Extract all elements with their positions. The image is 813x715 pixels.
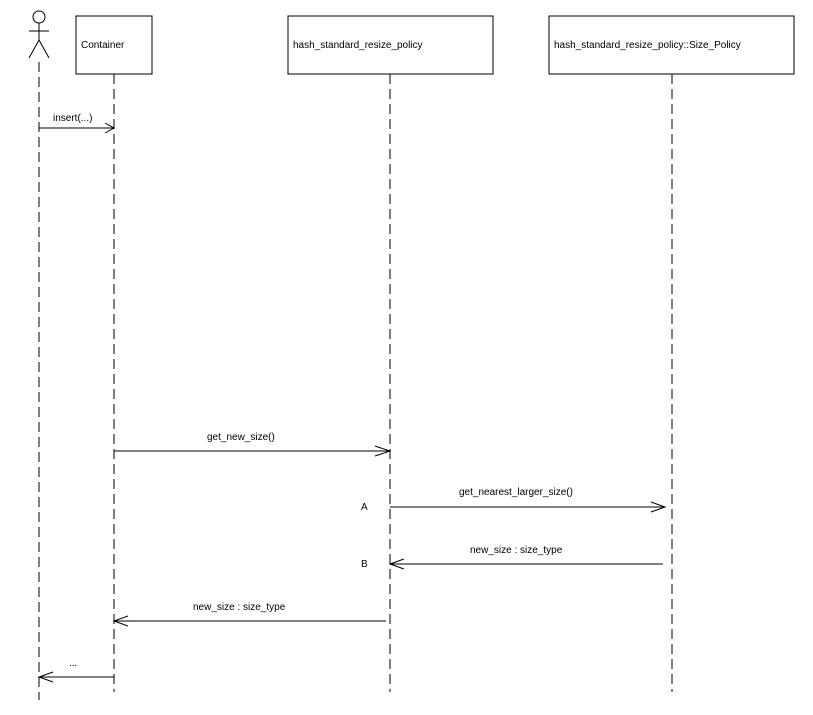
ellipsis-label: ... [69, 658, 77, 669]
resize-policy-label: hash_standard_resize_policy [293, 40, 423, 51]
get-new-size-label: get_new_size() [207, 432, 275, 443]
container-participant: Container [75, 15, 153, 75]
get-nearest-larger-size-label: get_nearest_larger_size() [459, 487, 573, 498]
get-new-size-message: get_new_size() [114, 432, 392, 457]
insert-message: insert(...) [39, 113, 116, 134]
container-label: Container [81, 40, 125, 51]
resize-policy-participant: hash_standard_resize_policy [287, 15, 494, 75]
new-size-return-to-container: new_size : size_type [112, 602, 386, 627]
get-nearest-larger-size-message: get_nearest_larger_size() [390, 487, 667, 513]
ellipsis-return-message: ... [37, 658, 114, 683]
new-size-return-from-size-policy: new_size : size_type [388, 545, 663, 570]
size-policy-label: hash_standard_resize_policy::Size_Policy [554, 40, 741, 51]
actor-icon [28, 10, 50, 59]
marker-b: B [361, 559, 368, 570]
insert-message-label: insert(...) [53, 113, 92, 124]
marker-a: A [361, 502, 368, 513]
size-policy-participant: hash_standard_resize_policy::Size_Policy [548, 15, 795, 75]
new-size-return-label-1: new_size : size_type [470, 545, 563, 556]
new-size-return-label-2: new_size : size_type [193, 602, 286, 613]
